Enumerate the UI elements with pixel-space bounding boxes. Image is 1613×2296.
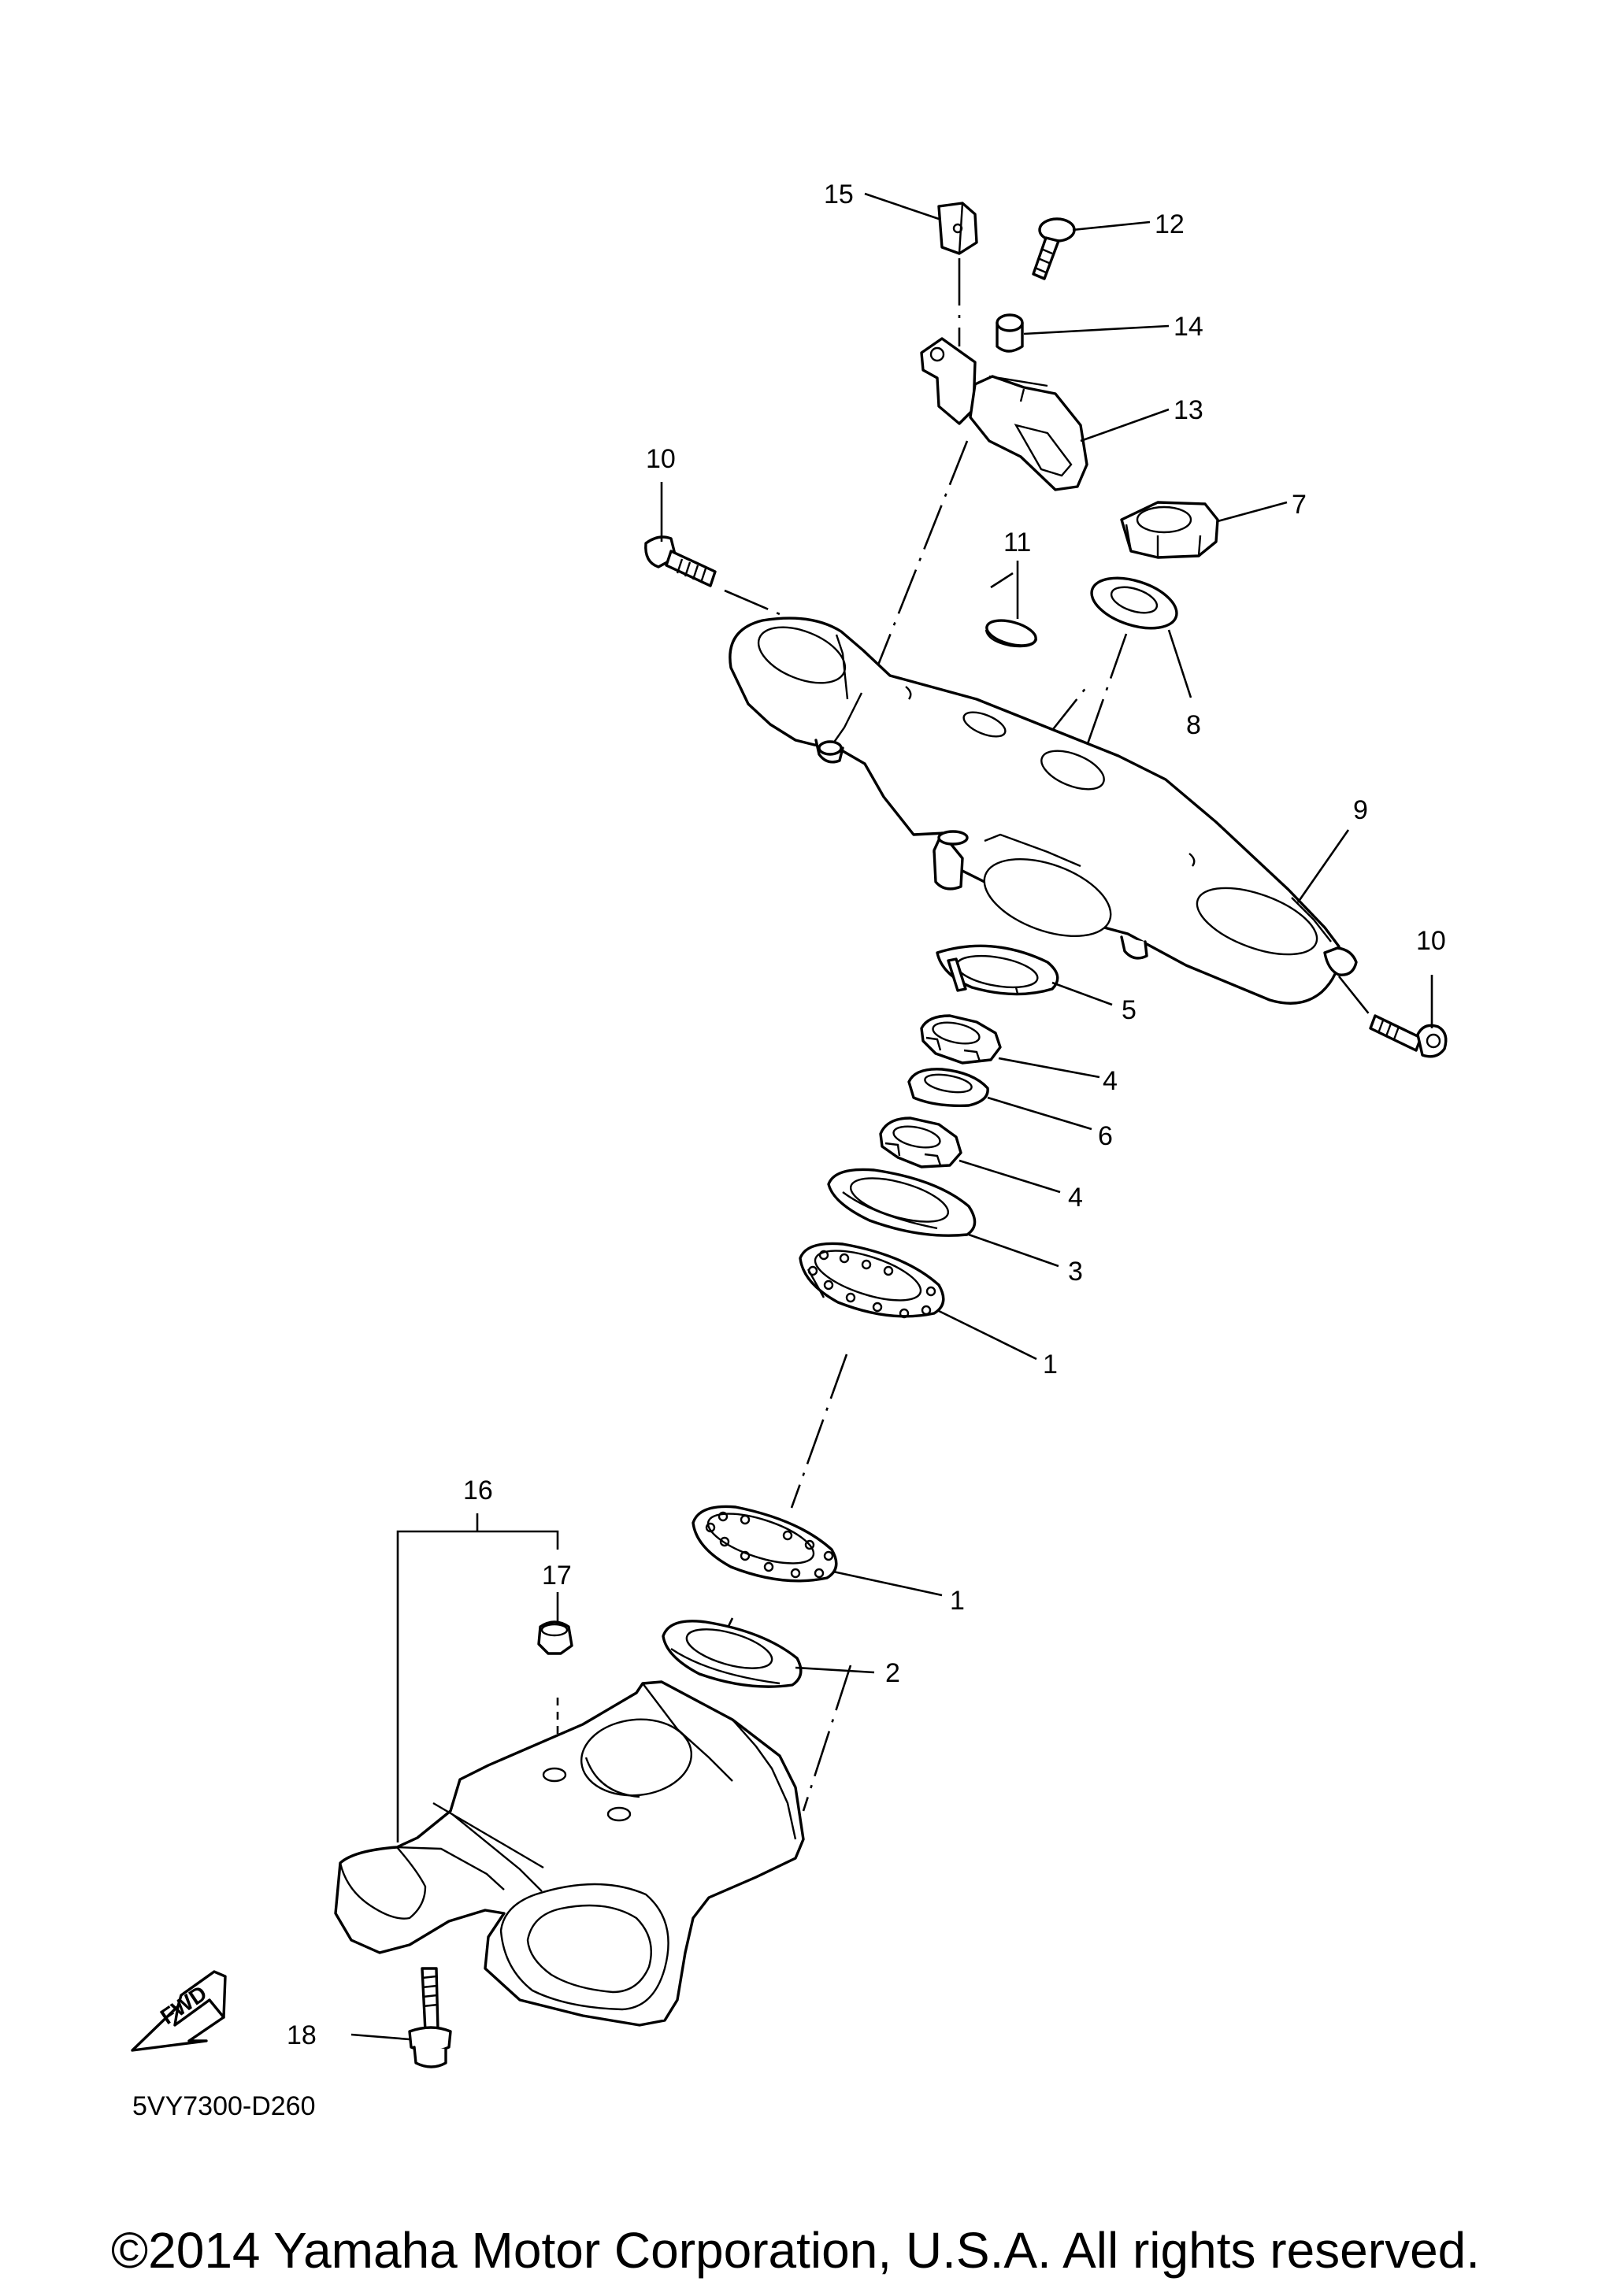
part-10-bolt-upper: [644, 535, 781, 616]
copyright: ©2014 Yamaha Motor Corporation, U.S.A. A…: [111, 2222, 1480, 2279]
part-16-lower-bracket: [334, 1680, 805, 2027]
callout-3: 3: [1068, 1257, 1083, 1287]
callout-5: 5: [1122, 995, 1137, 1025]
callout-12: 12: [1155, 209, 1185, 239]
part-7-nut: [1120, 501, 1219, 559]
part-4-ring-nut-lower: [879, 1117, 962, 1168]
part-9-upper-bracket: [729, 617, 1358, 1005]
callout-17: 17: [542, 1561, 572, 1591]
part-6-washer: [907, 1068, 989, 1107]
part-1-bearing-lower: [692, 1505, 838, 1583]
callout-6: 6: [1098, 1121, 1113, 1151]
part-4-ring-nut-upper: [920, 1014, 1002, 1065]
callout-2: 2: [885, 1658, 900, 1688]
part-12-screw: [1032, 217, 1076, 280]
callout-18: 18: [287, 2020, 317, 2050]
diagram-code: 5VY7300-D260: [132, 2091, 316, 2121]
callout-4-lower: 4: [1068, 1183, 1083, 1213]
callout-13: 13: [1174, 395, 1203, 425]
part-14-collar: [996, 313, 1024, 353]
leader-lines: [350, 192, 1433, 2041]
part-3-seal: [827, 1168, 977, 1237]
callout-1-upper: 1: [1043, 1350, 1058, 1379]
part-8-washer: [1090, 576, 1178, 630]
part-15-clip: [937, 202, 978, 255]
callouts: 15 12 14 13 10 7 11 8 9 10 5 4 6 4 3 1 1…: [287, 180, 1446, 2050]
part-13-bracket: [920, 337, 1088, 491]
callout-10-lower: 10: [1416, 926, 1446, 956]
callout-16: 16: [463, 1476, 493, 1505]
part-1-bearing-upper: [799, 1242, 945, 1319]
callout-15: 15: [824, 180, 854, 209]
part-2-seal: [662, 1620, 803, 1688]
part-10-bolt-lower: [1337, 976, 1448, 1058]
callout-1-lower: 1: [950, 1586, 965, 1616]
part-17-grommet: [537, 1620, 573, 1655]
callout-11: 11: [1003, 528, 1031, 557]
callout-10-upper: 10: [646, 444, 676, 474]
callout-4-upper: 4: [1103, 1066, 1118, 1096]
callout-14: 14: [1174, 312, 1203, 342]
fwd-arrow-icon: FWD: [131, 1970, 227, 2052]
part-5-lock-washer: [936, 944, 1059, 996]
part-11-cap: [984, 619, 1038, 648]
part-18-bolt: [408, 1967, 452, 2068]
callout-7: 7: [1292, 490, 1307, 520]
callout-8: 8: [1186, 710, 1201, 740]
callout-9: 9: [1353, 795, 1368, 825]
